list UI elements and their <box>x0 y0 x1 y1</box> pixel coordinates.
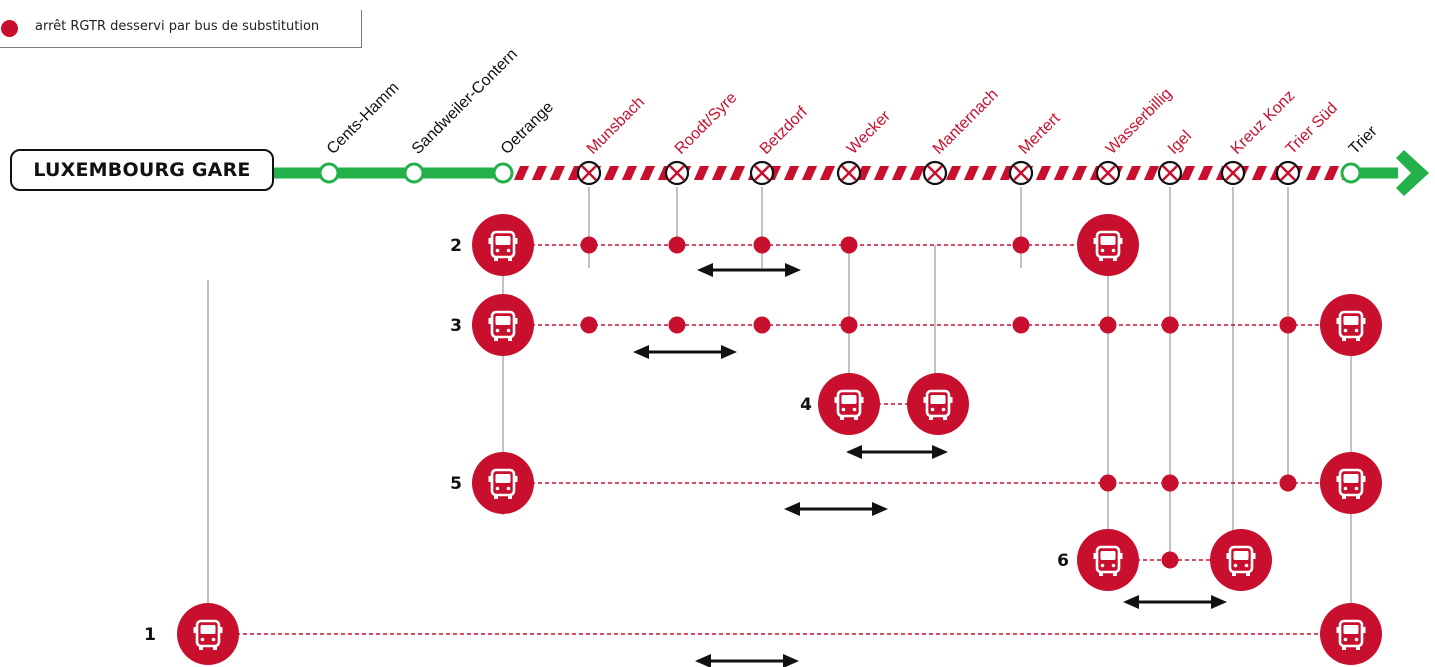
station-name: Manternach <box>930 86 1002 158</box>
closed-cross-icon <box>1225 165 1241 181</box>
station-name: Wecker <box>844 107 895 158</box>
closed-cross-icon <box>927 165 943 181</box>
rgtr-stop-icon <box>1 20 18 37</box>
bus-stop-mertert <box>1012 236 1030 254</box>
bus-line-label: 5 <box>450 474 462 494</box>
bus-stop-roodt-syre <box>668 236 686 254</box>
bus-line-label: 3 <box>450 316 462 336</box>
arrow-head-right <box>721 345 737 359</box>
bus-stop-wasserbillig <box>1099 316 1117 334</box>
bus-stop-wecker <box>840 316 858 334</box>
bus-icon <box>907 373 969 435</box>
closed-cross-icon <box>669 165 685 181</box>
bus-icon <box>1320 294 1382 356</box>
closed-cross-icon <box>841 165 857 181</box>
bus-stop-trier-sud <box>1279 474 1297 492</box>
bus-stop-betzdorf <box>753 316 771 334</box>
bus-stop-mertert <box>1012 316 1030 334</box>
station-name: Roodt/Syre <box>672 89 741 158</box>
direction-arrow-icon <box>1396 150 1429 196</box>
station-name: Betzdorf <box>757 103 812 158</box>
station-name: Oetrange <box>498 99 557 158</box>
two-way-arrow-icon <box>695 654 799 667</box>
station-name: Mertert <box>1016 110 1064 158</box>
two-way-arrow-icon <box>846 445 948 459</box>
two-way-arrow-icon <box>633 345 737 359</box>
arrow-head-left <box>1123 595 1139 609</box>
bus-line-2 <box>503 236 1108 254</box>
bus-stop-roodt-syre <box>668 316 686 334</box>
bus-stop-trier-sud <box>1279 316 1297 334</box>
arrow-head-left <box>695 654 711 667</box>
arrow-head-right <box>785 263 801 277</box>
arrow-head-left <box>697 263 713 277</box>
bus-line-label: 6 <box>1057 551 1069 571</box>
bus-line-5 <box>503 474 1351 492</box>
station-marker <box>318 162 340 184</box>
bus-icon <box>1077 529 1139 591</box>
closed-cross-icon <box>1162 165 1178 181</box>
arrow-head-right <box>1211 595 1227 609</box>
legend: arrêt RGTR desservi par bus de substitut… <box>0 10 362 48</box>
closed-cross-icon <box>1013 165 1029 181</box>
arrow-head-left <box>633 345 649 359</box>
bus-icon <box>177 603 239 665</box>
bus-stop-igel <box>1161 551 1179 569</box>
arrow-head-left <box>846 445 862 459</box>
closed-cross-icon <box>1100 165 1116 181</box>
origin-station-label: LUXEMBOURG GARE <box>33 159 251 181</box>
bus-stop-betzdorf <box>753 236 771 254</box>
bus-icon <box>1320 452 1382 514</box>
two-way-arrow-icon <box>697 263 801 277</box>
bus-icon <box>1210 529 1272 591</box>
arrow-head-right <box>872 502 888 516</box>
two-way-arrow-icon <box>784 502 888 516</box>
bus-line-label: 2 <box>450 236 462 256</box>
bus-icon <box>818 373 880 435</box>
bus-line-3 <box>503 316 1351 334</box>
bus-stop-igel <box>1161 474 1179 492</box>
station-name: Trier Süd <box>1283 100 1341 158</box>
station-sandweiler-contern: Sandweiler-Contern <box>403 46 521 184</box>
arrow-head-right <box>932 445 948 459</box>
station-cents-hamm: Cents-Hamm <box>318 79 403 184</box>
bus-icon <box>1320 603 1382 665</box>
closed-cross-icon <box>1280 165 1296 181</box>
station-name: Cents-Hamm <box>324 79 403 158</box>
arrow-head-left <box>784 502 800 516</box>
station-marker <box>403 162 425 184</box>
arrow-head-right <box>783 654 799 667</box>
legend-label: arrêt RGTR desservi par bus de substitut… <box>35 19 320 34</box>
station-marker <box>1340 162 1362 184</box>
bus-icon <box>472 294 534 356</box>
bus-stop-wecker <box>840 236 858 254</box>
bus-stop-igel <box>1161 316 1179 334</box>
bus-line-label: 1 <box>144 625 156 645</box>
station-name: Wasserbillig <box>1103 85 1176 158</box>
closed-cross-icon <box>581 165 597 181</box>
origin-station-box: LUXEMBOURG GARE <box>10 149 274 191</box>
station-name: Igel <box>1165 128 1195 158</box>
two-way-arrow-icon <box>1123 595 1227 609</box>
bus-stop-munsbach <box>580 316 598 334</box>
station-name: Trier <box>1346 123 1381 158</box>
bus-stop-wasserbillig <box>1099 474 1117 492</box>
bus-icon <box>472 452 534 514</box>
closed-cross-icon <box>754 165 770 181</box>
bus-stop-munsbach <box>580 236 598 254</box>
bus-line-label: 4 <box>800 395 812 415</box>
bus-icon <box>472 214 534 276</box>
station-marker <box>492 162 514 184</box>
bus-icon <box>1077 214 1139 276</box>
station-name: Munsbach <box>584 94 648 158</box>
